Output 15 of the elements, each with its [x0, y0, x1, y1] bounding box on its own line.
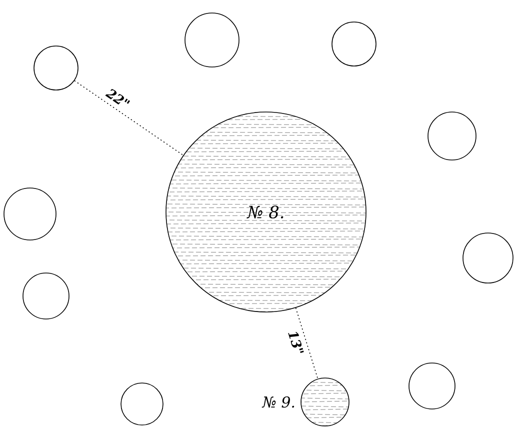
circle [34, 46, 78, 90]
circle-label: № 9. [262, 396, 294, 408]
dotted-line [295, 307, 318, 380]
edge-label: 22" [105, 88, 130, 104]
edge-label: 13" [288, 332, 304, 354]
circle [184, 12, 240, 68]
circle [300, 378, 350, 426]
circle [22, 272, 70, 320]
circle [4, 188, 56, 240]
dotted-line [74, 80, 184, 156]
circle [428, 112, 476, 160]
circle [408, 362, 456, 410]
circle [332, 22, 376, 66]
circle [462, 232, 514, 284]
circle [120, 382, 164, 426]
